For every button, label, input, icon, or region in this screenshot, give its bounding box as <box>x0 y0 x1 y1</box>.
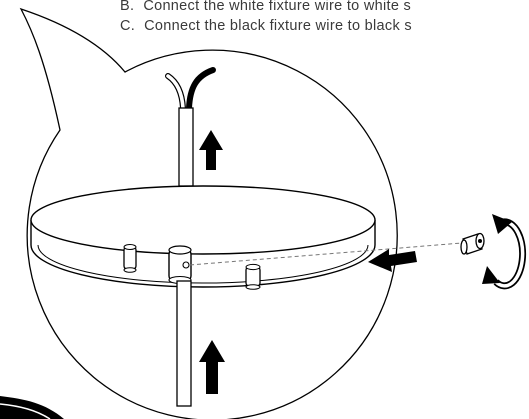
step-text: Connect the white fixture wire to white … <box>143 0 412 14</box>
instruction-step-b: B. Connect the white fixture wire to whit… <box>120 0 411 14</box>
cord-upper <box>178 107 194 187</box>
up-arrow-icon <box>199 340 225 394</box>
step-label: B. <box>120 0 135 14</box>
screw-post-right <box>245 263 261 290</box>
threaded-nipple-icon <box>168 245 192 285</box>
canopy-top <box>30 185 376 255</box>
left-arrow-icon <box>368 249 417 272</box>
screw-post-left <box>123 244 137 273</box>
step-label: C. <box>120 18 136 34</box>
canopy-bottom-rim <box>37 244 369 284</box>
lamp-shade-edge <box>0 396 64 419</box>
step-text: Connect the black fixture wire to black … <box>144 18 412 34</box>
cord-lower <box>176 280 192 407</box>
fixture-wires <box>165 67 216 111</box>
black-wire <box>186 67 216 111</box>
set-screw-icon <box>460 232 485 255</box>
rotate-arrow-icon <box>482 214 527 290</box>
instruction-step-c: C. Connect the black fixture wire to blac… <box>120 18 412 34</box>
up-arrow-icon <box>199 130 223 170</box>
screw-guide-line <box>189 242 463 266</box>
